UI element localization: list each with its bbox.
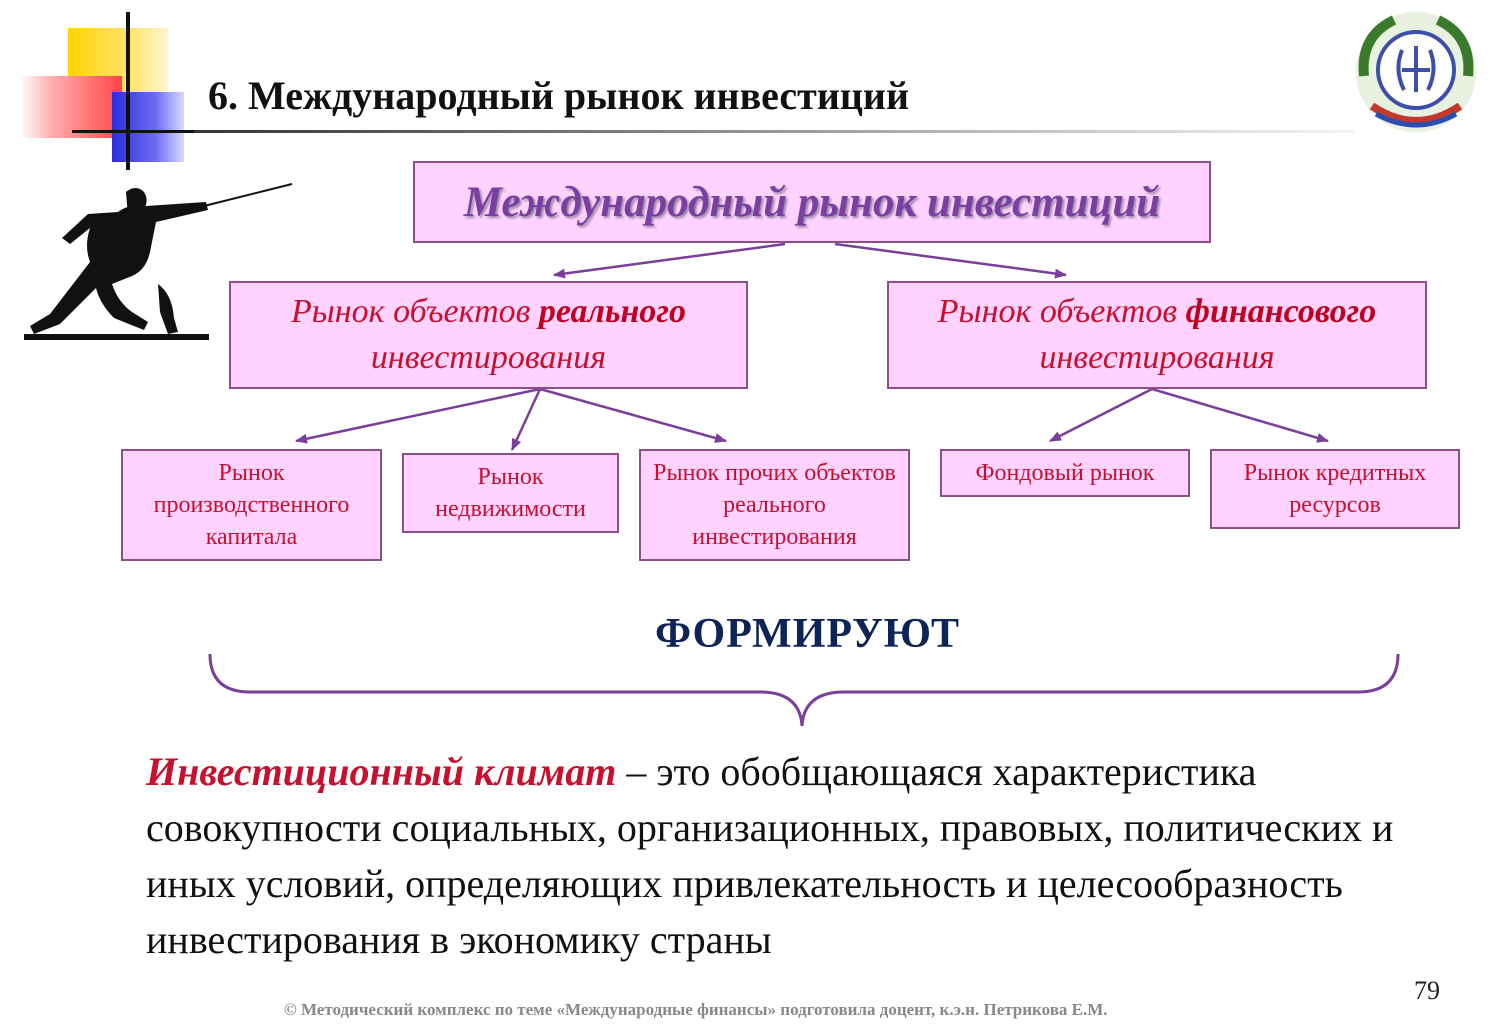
- left-branch-prefix: Рынок объектов: [291, 293, 539, 330]
- right-branch-suffix: инвестирования: [1039, 339, 1275, 376]
- page-number: 79: [1414, 976, 1440, 1005]
- root-label: Международный рынок инвестиций: [463, 178, 1161, 226]
- forms-label: ФОРМИРУЮТ: [654, 611, 961, 657]
- left-branch-suffix: инвестирования: [370, 339, 607, 376]
- arrow-left-to-realty: [510, 388, 542, 451]
- arrow-right-to-credit: [1151, 387, 1329, 443]
- title-underline: [74, 130, 1354, 133]
- decor-blue-square: [112, 92, 184, 162]
- definition-term: Инвестиционный климат: [146, 749, 617, 794]
- decor-red-square: [20, 76, 122, 138]
- arrow-right-to-stock: [1049, 387, 1153, 443]
- leaf-label: Фондовый рынок: [975, 460, 1155, 486]
- financial-investment-market-box: Рынок объектов финансового инвестировани…: [887, 281, 1427, 389]
- fencer-icon: [24, 183, 293, 340]
- curly-brace: [208, 653, 1400, 727]
- root-box: Международный рынок инвестиций: [413, 161, 1211, 243]
- real-estate-market-box: Рынок недвижимости: [402, 453, 619, 533]
- arrow-left-to-other: [539, 387, 727, 443]
- arrow-left-to-capital: [295, 387, 541, 444]
- other-real-objects-market-box: Рынок прочих объектов реального инвестир…: [639, 449, 910, 561]
- leaf-label: Рынок недвижимости: [435, 464, 586, 522]
- footer-copyright: © Методический комплекс по теме «Междуна…: [284, 1000, 1108, 1019]
- slide-title: 6. Международный рынок инвестиций: [208, 73, 910, 118]
- leaf-label: Рынок кредитных ресурсов: [1243, 460, 1427, 518]
- credit-resources-market-box: Рынок кредитных ресурсов: [1210, 449, 1460, 529]
- decor-horizontal-line: [72, 130, 194, 133]
- university-seal-icon: [1356, 12, 1476, 132]
- definition-text: – это обобщающаяся характеристика совоку…: [146, 749, 1394, 962]
- decor-vertical-line: [126, 12, 130, 170]
- arrow-root-to-left: [553, 242, 786, 279]
- leaf-label: Рынок прочих объектов реального инвестир…: [653, 460, 896, 550]
- arrow-root-to-right: [834, 242, 1067, 279]
- right-branch-prefix: Рынок объектов: [937, 293, 1186, 330]
- stock-market-box: Фондовый рынок: [940, 449, 1190, 497]
- left-branch-emphasis: реального: [538, 293, 686, 330]
- leaf-label: Рынок производственного капитала: [153, 460, 350, 550]
- production-capital-market-box: Рынок производственного капитала: [121, 449, 382, 561]
- right-branch-emphasis: финансового: [1185, 293, 1377, 330]
- definition-paragraph: Инвестиционный климат – это обобщающаяся…: [146, 744, 1476, 968]
- real-investment-market-box: Рынок объектов реального инвестирования: [229, 281, 748, 389]
